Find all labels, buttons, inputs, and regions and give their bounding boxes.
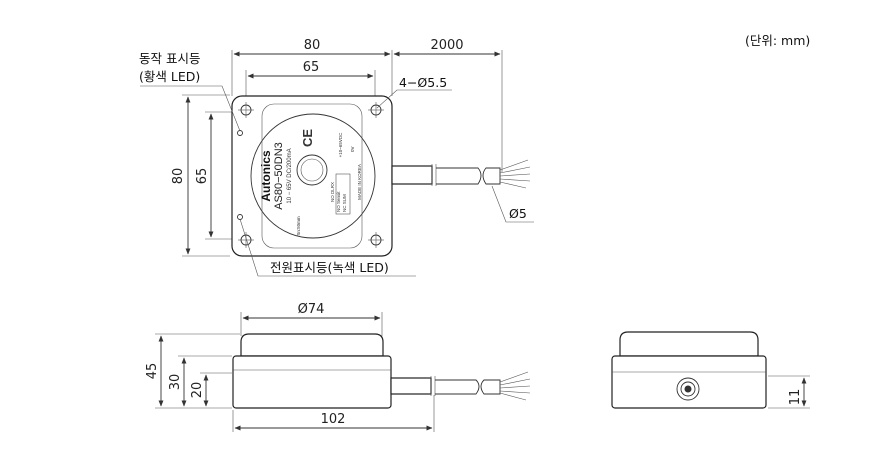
cable-gland-core — [684, 385, 692, 393]
dim-holes-65: 65 — [303, 60, 320, 75]
svg-text:0V: 0V — [350, 146, 355, 152]
sn-text: Sn:50mm — [296, 216, 301, 236]
top-view: 80 2000 65 80 65 — [139, 38, 534, 277]
power-led-label: 전원표시등(녹색 LED) — [270, 260, 389, 275]
model-text: AS80−50DN3 — [273, 142, 285, 210]
dim-11: 11 — [788, 389, 803, 406]
cable-dia-label: Ø5 — [509, 206, 527, 221]
svg-text:NO DLRX: NO DLRX — [330, 182, 335, 202]
mounting-holes — [238, 102, 384, 248]
dim-width-80: 80 — [304, 38, 321, 53]
dim-height-65: 65 — [195, 168, 210, 185]
dim-102: 102 — [321, 412, 346, 427]
sensor-cap-end — [619, 331, 759, 357]
dim-45: 45 — [145, 363, 160, 380]
sensor-body-top — [231, 95, 393, 257]
end-view: 11 — [611, 331, 810, 409]
spec-text: 10 − 65V DC/200mA — [287, 148, 293, 203]
sensor-body-side — [232, 355, 392, 409]
dim-20: 20 — [190, 382, 205, 399]
cable-top — [391, 159, 531, 189]
dim-dia-74: Ø74 — [298, 302, 325, 317]
svg-text:NC SUM: NC SUM — [342, 194, 347, 212]
cable-gland-outer — [676, 377, 700, 401]
voltage-text: +10~65VDC — [338, 132, 343, 158]
holes-label: 4−Ø5.5 — [399, 75, 447, 90]
dip-switch: NO DLRX NO Sensit NC SUM 0V — [330, 146, 355, 215]
ce-mark: CE — [300, 129, 315, 147]
op-led-label-2: (황색 LED) — [139, 69, 200, 84]
sensor-cap-side — [240, 333, 384, 357]
brand-text: Autonics — [259, 150, 273, 202]
origin-text: MADE IN KOREA — [357, 164, 362, 200]
op-led-label-1: 동작 표시등 — [139, 51, 200, 66]
unit-label: (단위: mm) — [745, 33, 810, 48]
side-view: Ø74 45 30 20 102 — [145, 302, 531, 432]
cable-side — [390, 371, 531, 401]
dim-height-80: 80 — [171, 168, 186, 185]
svg-text:NO Sensit: NO Sensit — [336, 191, 341, 212]
dim-cable-2000: 2000 — [430, 38, 463, 53]
dim-30: 30 — [168, 374, 183, 391]
